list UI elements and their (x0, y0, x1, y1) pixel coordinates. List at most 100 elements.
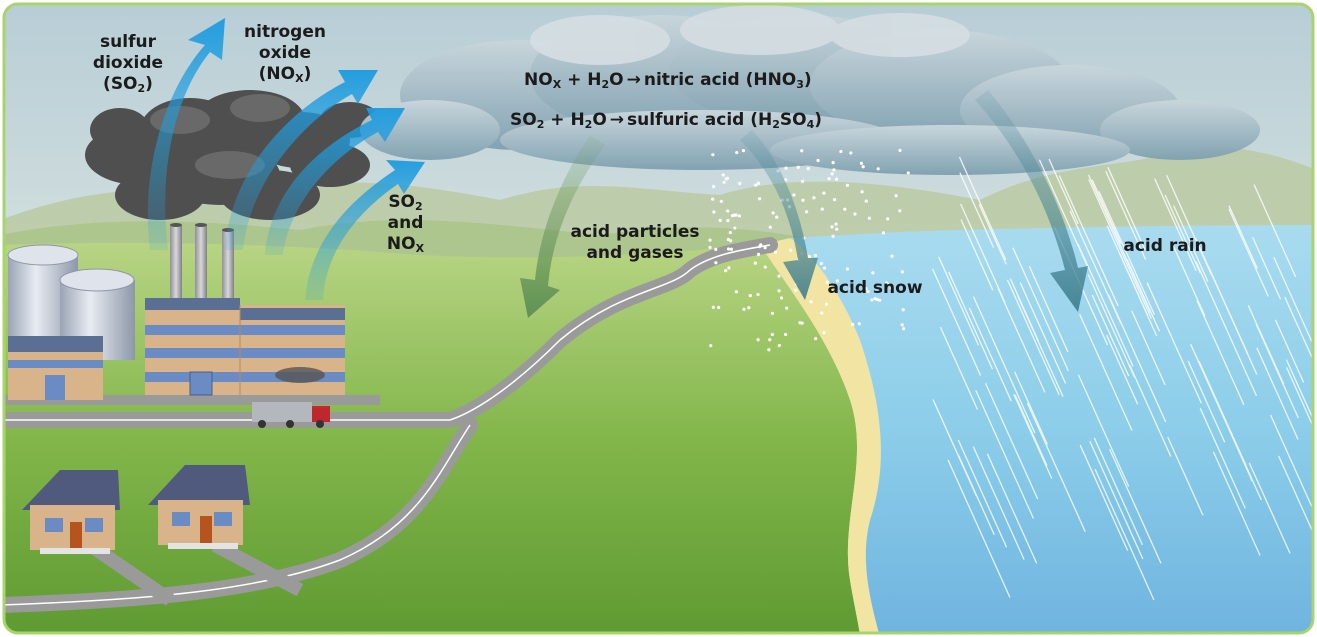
snow-dot (767, 348, 771, 352)
snow-dot (864, 287, 868, 291)
driveway-2 (211, 538, 304, 597)
eq1-reactant-sub: X (552, 78, 562, 91)
rain-streak (939, 326, 979, 410)
snow-dot (894, 194, 898, 198)
snow-dot (726, 237, 730, 242)
eq2-reactant-sub: 2 (536, 118, 545, 131)
snow-dot (770, 332, 774, 337)
rain-streak (1093, 437, 1143, 546)
rain-streak (1146, 282, 1202, 404)
driveway-1 (86, 539, 174, 606)
nitrogen-oxide-close: ) (303, 64, 312, 84)
sulfur-dioxide-sub: 2 (137, 82, 146, 95)
snow-dot (724, 269, 728, 273)
snow-dot (724, 177, 728, 181)
rain-streak (978, 204, 1007, 265)
snow-dot (756, 181, 761, 185)
snow-dot (737, 214, 742, 218)
snow-dot (864, 199, 868, 203)
rain-streak (947, 459, 1011, 598)
eq1-h2-sub: 2 (601, 78, 610, 91)
snow-dot (801, 198, 805, 202)
nitrogen-oxide-formula: (NO (258, 64, 296, 84)
snow-dot (906, 171, 910, 175)
rain-streak (1196, 300, 1245, 406)
snow-dot (814, 337, 818, 341)
rain-streak (960, 219, 994, 291)
snow-dot (708, 245, 712, 250)
eq2-product-sub-2: 4 (806, 118, 815, 131)
snow-dot (853, 212, 857, 216)
snow-dot (800, 149, 804, 153)
snow-dot (735, 150, 739, 155)
snow-dot (777, 289, 781, 293)
snow-dot (729, 247, 734, 251)
sulfur-dioxide-label: sulfur dioxide (SO2) (88, 32, 168, 95)
snow-dot (734, 213, 738, 217)
snow-dot (784, 166, 788, 170)
eq1-arrow-icon: → (626, 70, 641, 90)
rain-streak (985, 383, 1039, 500)
rain-streak (972, 446, 1025, 560)
eq2-h2-sub: 2 (584, 118, 593, 131)
rain-streak (997, 288, 1046, 393)
snow-dot (717, 305, 721, 310)
snow-dot (851, 322, 855, 327)
and-text: and (387, 213, 424, 233)
snow-dot (796, 165, 800, 169)
snow-dot (827, 177, 831, 181)
rain-streak (1252, 237, 1282, 300)
acid-particles-arrow (520, 135, 605, 318)
snow-dot (843, 207, 847, 211)
rain-streak (1248, 462, 1291, 554)
acid-snow-text: acid snow (827, 278, 923, 298)
rain-streak (1171, 242, 1206, 317)
eq2-mid: SO (779, 110, 807, 130)
snow-dot (867, 216, 872, 220)
snow-dot (721, 173, 725, 177)
snow-dot (722, 180, 726, 184)
eq2-product-sub-1: 2 (772, 118, 780, 131)
rain-streak (1194, 237, 1258, 375)
house-1 (22, 470, 120, 554)
snow-dot (757, 197, 762, 201)
snow-dot (820, 207, 824, 211)
eq2-arrow-icon: → (609, 110, 625, 130)
rain-streak (1079, 313, 1133, 431)
rain-streak (1058, 175, 1119, 307)
eq1-reactant: NO (524, 70, 553, 90)
rain-streak (1098, 191, 1156, 316)
snow-dot (726, 247, 731, 251)
rain-streak (1167, 436, 1204, 516)
rain-streak (1048, 158, 1079, 225)
snow-dot (813, 253, 818, 258)
so2-text: SO (388, 192, 416, 212)
acid-particles-label: acid particles and gases (560, 222, 710, 264)
nitric-acid-equation: NOX + H2O→nitric acid (HNO3) (524, 70, 812, 90)
snow-dot (718, 218, 722, 222)
snow-dot (859, 161, 864, 165)
acid-particles-line-2: and gases (586, 243, 684, 263)
snow-dot (807, 254, 811, 259)
snow-dot (768, 225, 772, 229)
rain-streak (1187, 360, 1226, 443)
snow-dot (714, 261, 718, 265)
snow-dot (839, 149, 843, 154)
rain-streak (1094, 468, 1155, 601)
snow-dot (747, 306, 751, 310)
snow-dot (816, 158, 820, 163)
so2-sub: 2 (415, 200, 423, 213)
snow-dot (870, 298, 874, 302)
so2-rising-arrow (147, 18, 225, 250)
sulfur-dioxide-formula: (SO (103, 74, 138, 94)
nox-rising-arrow (225, 70, 378, 250)
rain-streak (1069, 210, 1122, 324)
snow-dot (711, 305, 715, 309)
rain-streak (1199, 407, 1246, 509)
snow-dot (768, 338, 772, 342)
rain-streak (1014, 371, 1048, 445)
snow-dot (830, 225, 834, 229)
snow-dot (822, 191, 826, 195)
